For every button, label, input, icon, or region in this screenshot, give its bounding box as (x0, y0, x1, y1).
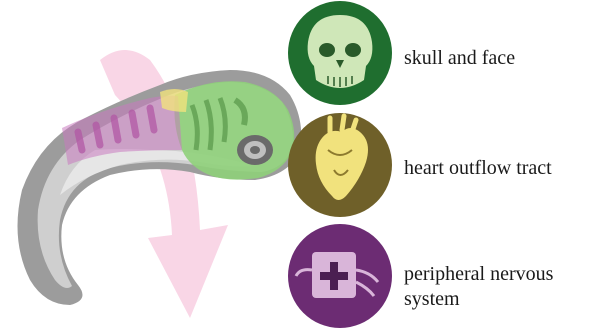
spinal-cord-icon (288, 224, 392, 328)
label-heart-outflow-tract: heart outflow tract (404, 157, 552, 179)
heart-icon (288, 113, 392, 217)
label-skull-and-face: skull and face (404, 47, 515, 69)
embryo-illustration (18, 70, 302, 305)
label-pns-line1: peripheral nervous (404, 262, 553, 287)
label-pns-line2: system (404, 287, 553, 312)
label-peripheral-nervous-system: peripheral nervous system (404, 262, 553, 312)
skull-icon (288, 1, 392, 105)
